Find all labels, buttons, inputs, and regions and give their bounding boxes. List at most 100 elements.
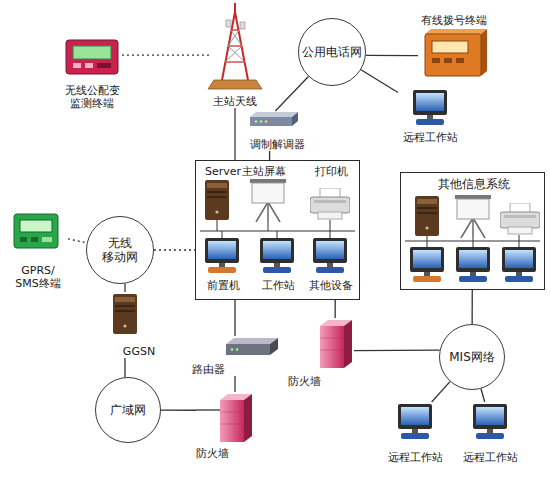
node-label: 工作站 (252, 279, 304, 292)
ggsn-server-icon (113, 294, 137, 334)
node-label: 前置机 (197, 279, 249, 292)
node-label: 打印机 (306, 165, 356, 178)
router-icon (226, 338, 278, 355)
master-station-equipment (200, 230, 355, 231)
wireless-terminal-icon (85, 63, 93, 68)
router-icon (236, 348, 239, 351)
antenna-tower-icon (225, 61, 245, 62)
ggsn-server-icon (113, 294, 137, 334)
network-circle: 广域网 (95, 377, 161, 443)
wireless-terminal-icon (66, 40, 118, 74)
firewall-icon (320, 320, 352, 368)
modem-icon (250, 117, 292, 126)
master-station-equipment (205, 238, 239, 273)
node-label: GGSN (123, 345, 155, 358)
other-system-equipment (456, 247, 490, 282)
node-label: 公用电话网 (302, 45, 362, 59)
antenna-tower-icon (208, 80, 262, 89)
workstation-icon (473, 404, 507, 439)
antenna-tower-icon (222, 12, 235, 80)
other-system-equipment (519, 235, 520, 247)
other-system-equipment (405, 240, 540, 241)
connector-line (334, 300, 335, 318)
other-system-equipment (415, 196, 439, 236)
firewall-icon (196, 394, 252, 442)
gprs-terminal-icon (20, 237, 27, 242)
wireless-terminal-icon (97, 63, 111, 68)
antenna-tower-icon (226, 20, 231, 27)
modem-device: 调制解调器 (240, 111, 314, 151)
modem-icon (255, 120, 258, 123)
master-station-equipment (310, 188, 350, 219)
terminal-device: GPRS/ SMS终端 (8, 212, 68, 290)
node-label: 主站屏幕 (234, 165, 294, 178)
other-system-equipment (405, 195, 540, 282)
gprs-terminal-icon (42, 237, 52, 242)
node-label: 防火墙 (196, 447, 229, 460)
other-system-equipment (427, 236, 428, 247)
node-label: GPRS/ SMS终端 (8, 264, 68, 290)
firewall-device: 防火墙 (288, 318, 354, 388)
router-icon (270, 338, 278, 355)
workstation-device: 远程工作站 (380, 402, 450, 464)
connector-line (361, 70, 398, 93)
master-station-equipment (200, 179, 355, 273)
modem-icon (250, 112, 298, 117)
terminal-device: 有线拨号终端 (418, 14, 490, 78)
router-icon (231, 348, 234, 351)
wireless-link (154, 249, 195, 250)
wireless-link (122, 54, 210, 55)
master-station-box: Server主站屏幕打印机前置机工作站其他设备 (195, 160, 360, 300)
network-circle: 公用电话网 (298, 18, 366, 86)
master-station-equipment (330, 231, 331, 238)
connector-line (124, 358, 125, 377)
workstation-icon (398, 404, 507, 439)
firewall-device: 防火墙 (196, 392, 256, 460)
dial-terminal-icon (444, 58, 452, 63)
connector-line (234, 376, 235, 392)
antenna-tower-icon (235, 12, 248, 80)
node-label: 无线公配变 监测终端 (62, 84, 122, 110)
terminal-device: 无线公配变 监测终端 (62, 36, 122, 110)
gprs-terminal-icon (14, 214, 58, 248)
router-icon (226, 338, 278, 344)
dial-terminal-icon (432, 58, 440, 63)
other-system-equipment (455, 195, 491, 238)
master-station-equipment (268, 222, 269, 231)
node-label: 其他设备 (303, 279, 359, 292)
dial-terminal-icon (432, 41, 468, 53)
other-system-equipment (410, 247, 444, 282)
router-device: 路由器 (192, 336, 282, 376)
node-label: 有线拨号终端 (421, 14, 487, 27)
connector-line (269, 151, 270, 160)
network-circle: 无线 移动网 (86, 216, 154, 284)
connector-line (432, 382, 450, 402)
workstation-icon (398, 404, 432, 439)
node-label: 广域网 (110, 403, 146, 417)
workstation-icon (413, 90, 447, 125)
antenna-tower-icon (240, 22, 245, 29)
firewall-icon (320, 320, 352, 368)
master-station-equipment (250, 179, 286, 222)
master-station-equipment (222, 231, 223, 238)
workstation-device: 远程工作站 (455, 402, 525, 464)
master-station-equipment (277, 231, 278, 238)
node-label: 路由器 (192, 363, 225, 376)
antenna-tower-icon (234, 3, 236, 14)
modem-icon (250, 112, 298, 126)
antenna-tower-icon (228, 30, 239, 46)
antenna-tower-icon (231, 30, 242, 46)
modem-icon (265, 120, 268, 123)
network-circle: MIS网络 (439, 324, 505, 390)
firewall-icon (220, 394, 252, 442)
gprs-terminal-icon (14, 214, 58, 248)
connector-line (161, 409, 196, 410)
node-label: Server (201, 165, 245, 178)
antenna-tower-icon (231, 29, 239, 30)
node-label: 其他信息系统 (401, 177, 546, 191)
node-label: 远程工作站 (403, 131, 458, 144)
node-label: 调制解调器 (250, 138, 305, 151)
connector-line (471, 290, 472, 324)
